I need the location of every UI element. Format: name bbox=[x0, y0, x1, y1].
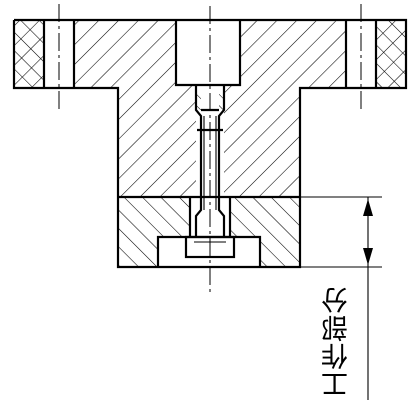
center-lines bbox=[58, 4, 362, 296]
pin-channel bbox=[196, 88, 224, 110]
ejector-pin bbox=[184, 85, 236, 259]
working-part-label: 工作部分 bbox=[322, 286, 353, 398]
lower-die-section bbox=[118, 197, 300, 267]
working-part-dimension bbox=[300, 196, 382, 400]
